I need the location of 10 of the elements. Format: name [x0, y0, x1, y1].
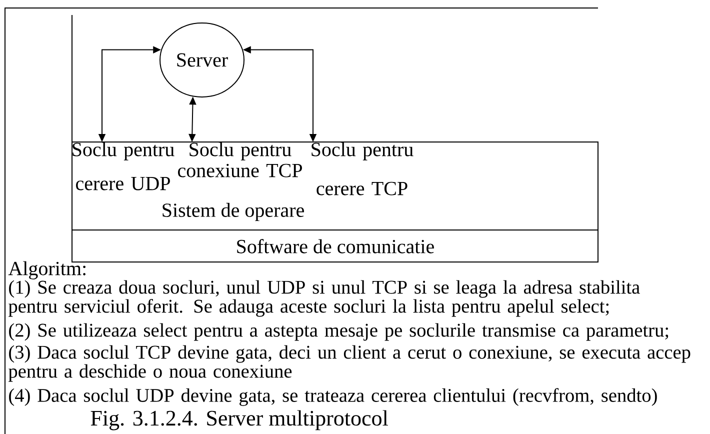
- socket-label: Soclu pentru conexiune TCP: [178, 142, 302, 178]
- list-item: (3) Daca soclul TCP devine gata, deci un client a cerut o conexiune, se executa accep pentru a deschide o noua conexiune: [8, 345, 690, 382]
- heading: Algoritm:: [8, 261, 86, 280]
- caption: Fig. 3.1.2.4. Server multiprotocol: [90, 410, 388, 430]
- list-item: (2) Se utilizeaza select pentru a astepta mesaje pe soclurile transmise ca parametru;: [9, 323, 668, 341]
- layer-box: Software de comunicatie: [72, 230, 598, 262]
- socket-label: Soclu pentru cerere TCP: [312, 142, 414, 196]
- socket-label: Soclu pentru cerere UDP: [72, 142, 174, 190]
- list-item: (1) Se creaza doua socluri, unul UDP si unul TCP si se leaga la adresa stabilita pentru serviciul oferit. Se adauga aceste socluri la lista pentru apelul select;: [8, 280, 640, 317]
- list-item: (4) Daca soclul UDP devine gata, se trateaza cererea clientului (recvfrom, sendto): [9, 388, 657, 406]
